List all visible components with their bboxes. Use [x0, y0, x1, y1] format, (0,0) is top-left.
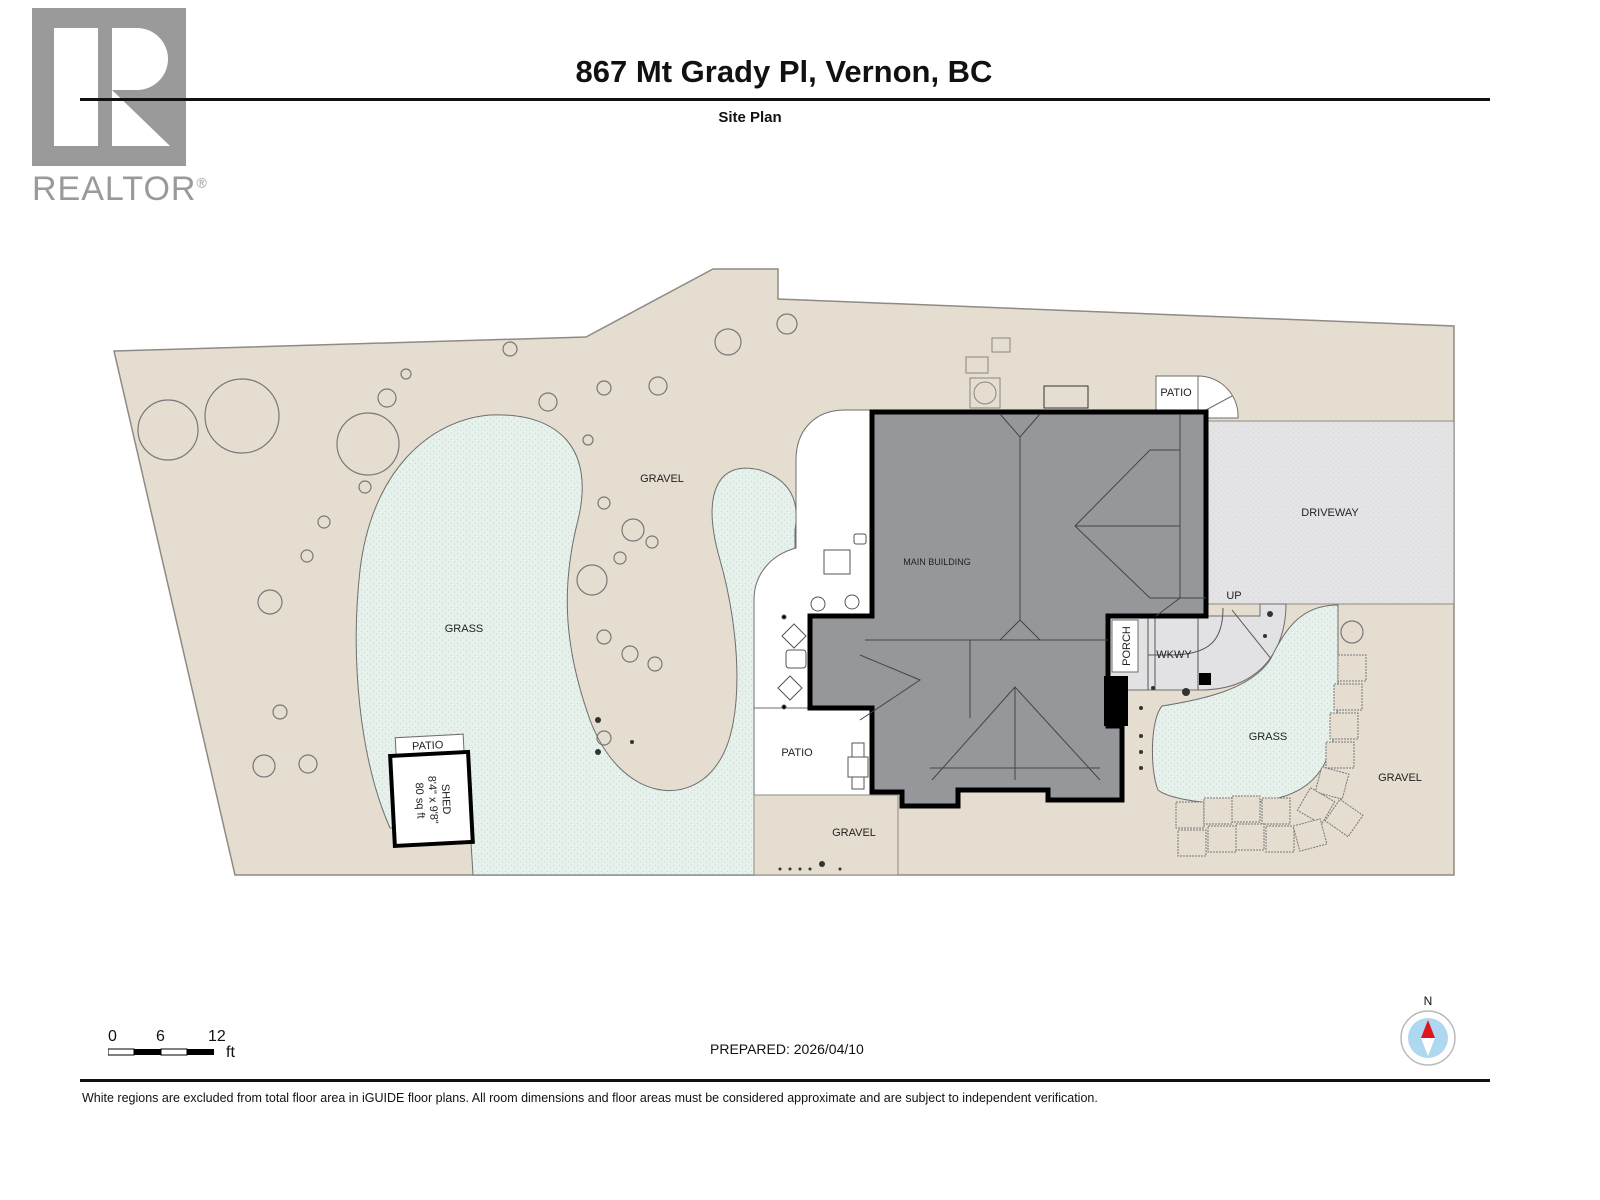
driveway [1205, 420, 1455, 605]
label-gravel-east: GRAVEL [1378, 772, 1422, 784]
label-shed-area: 80 sq ft [413, 782, 427, 819]
scale-tick-12: 12 [208, 1028, 226, 1045]
shrub-icon [400, 368, 412, 380]
scale-unit: ft [226, 1044, 235, 1061]
flower-icon [597, 496, 611, 510]
label-grass-east: GRASS [1249, 731, 1288, 743]
gravel-south-box [753, 794, 899, 876]
label-driveway: DRIVEWAY [1301, 507, 1359, 519]
tree-icon [336, 412, 400, 476]
label-walkway: WKWY [1156, 649, 1192, 661]
north-utilities [965, 337, 1089, 409]
label-porch: PORCH [1121, 626, 1133, 666]
porch [1111, 619, 1139, 673]
patio-north [1155, 375, 1239, 419]
label-gravel-south: GRAVEL [832, 827, 876, 839]
step-post [1199, 673, 1211, 685]
label-gravel-north: GRAVEL [640, 473, 684, 485]
label-main-building: MAIN BUILDING [903, 557, 971, 567]
prepared-date: PREPARED: 2026/04/10 [710, 1041, 864, 1057]
tree-icon [137, 399, 199, 461]
label-shed-name: SHED [439, 784, 453, 815]
realtor-wordmark: REALTOR® [32, 170, 208, 208]
page-subtitle: Site Plan [718, 109, 782, 126]
label-grass-west: GRASS [445, 623, 484, 635]
north-compass: N [1398, 994, 1458, 1066]
label-up: UP [1226, 590, 1241, 602]
label-patio-north: PATIO [1160, 387, 1192, 399]
shed [388, 733, 475, 849]
title-divider [80, 98, 1490, 101]
flower-icon [645, 535, 659, 549]
flower-icon [257, 589, 283, 615]
tree-icon [204, 378, 280, 454]
small-plants [595, 611, 1273, 871]
label-shed-dims: 8'4" x 9'8" [425, 776, 440, 825]
walkway-area [1107, 603, 1287, 691]
compass-icon [1400, 1010, 1456, 1066]
stepping-stones [1175, 654, 1367, 857]
patio-furniture [777, 533, 869, 790]
flower-icon [648, 376, 668, 396]
compass-north-label: N [1423, 994, 1433, 1008]
flower-icon [613, 551, 627, 565]
scale-tick-0: 0 [108, 1028, 117, 1045]
label-shed-patio: PATIO [412, 739, 444, 753]
page-title: 867 Mt Grady Pl, Vernon, BC [575, 54, 993, 89]
scale-tick-6: 6 [156, 1028, 165, 1045]
shrub-icon [377, 388, 397, 408]
shrub-icon [714, 328, 742, 356]
scale-bar-graphic [108, 1048, 214, 1056]
porch-wall [1104, 676, 1128, 726]
landscape-plants [137, 313, 1364, 778]
label-patio-west: PATIO [781, 747, 813, 759]
shrub-icon [502, 341, 518, 357]
flower-icon [538, 392, 558, 412]
disclaimer-text: White regions are excluded from total fl… [82, 1091, 1098, 1105]
shrub-icon [776, 313, 798, 335]
footer-divider [80, 1079, 1490, 1082]
